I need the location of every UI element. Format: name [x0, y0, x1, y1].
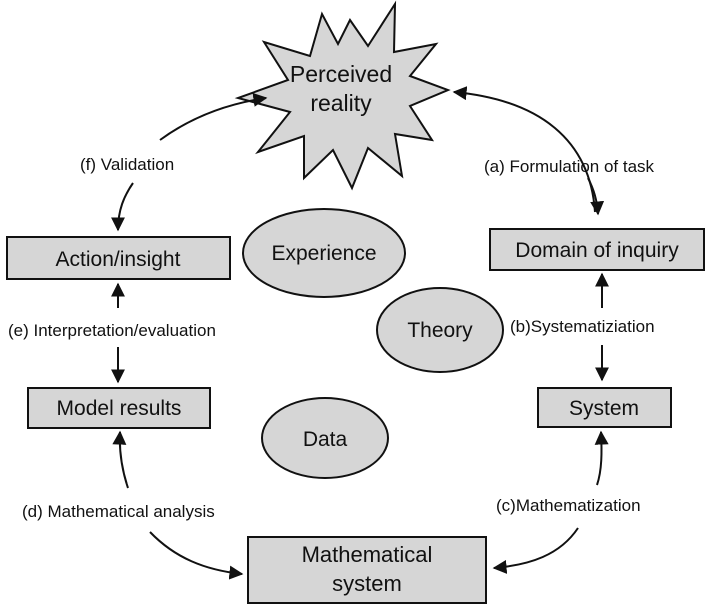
mathematical-system-box — [247, 536, 487, 604]
domain-of-inquiry-box — [489, 228, 705, 271]
mathematical-system-line1: Mathematical — [302, 542, 433, 567]
arrow-d-up — [112, 430, 129, 489]
domain-of-inquiry-label: Domain of inquiry — [515, 239, 679, 262]
arrow-a-into-reality — [452, 86, 596, 213]
edge-label-a: (a) Formulation of task — [484, 157, 655, 176]
perceived-reality-node: Perceived reality — [234, 0, 451, 191]
mathematical-system-line2: system — [332, 571, 402, 596]
data-ellipse: Data — [261, 397, 389, 479]
data-shape — [261, 397, 389, 479]
edge-label-e: (e) Interpretation/evaluation — [8, 321, 216, 340]
perceived-reality-line2: reality — [310, 90, 372, 116]
arrow-c-curve — [492, 527, 579, 574]
experience-ellipse: Experience — [242, 208, 406, 298]
action-insight-label: Action/insight — [56, 248, 181, 271]
arrow-f-into-reality — [159, 92, 268, 141]
system-box — [537, 387, 672, 428]
model-results-node: Model results — [27, 387, 211, 429]
model-results-label: Model results — [57, 397, 182, 420]
experience-label: Experience — [271, 242, 376, 265]
edge-label-b: (b)Systematiziation — [510, 317, 655, 336]
edge-label-d: (d) Mathematical analysis — [22, 502, 215, 521]
action-insight-box — [6, 236, 231, 280]
domain-of-inquiry-node: Domain of inquiry — [489, 228, 705, 271]
perceived-reality-line1: Perceived — [290, 61, 392, 87]
arrow-a-down — [587, 177, 605, 216]
starburst-shape — [234, 0, 451, 191]
theory-ellipse: Theory — [376, 287, 504, 373]
arrow-f-down — [111, 182, 134, 232]
theory-shape — [376, 287, 504, 373]
arrow-d-curve — [149, 531, 244, 580]
system-label: System — [569, 397, 639, 420]
theory-label: Theory — [407, 319, 473, 342]
mathematical-system-node: Mathematical system — [247, 536, 487, 604]
edge-label-f: (f) Validation — [80, 155, 174, 174]
data-label: Data — [303, 428, 348, 451]
edge-label-c: (c)Mathematization — [496, 496, 641, 515]
arrow-c-up — [594, 430, 609, 486]
system-node: System — [537, 387, 672, 428]
model-results-box — [27, 387, 211, 429]
action-insight-node: Action/insight — [6, 236, 231, 280]
experience-shape — [242, 208, 406, 298]
